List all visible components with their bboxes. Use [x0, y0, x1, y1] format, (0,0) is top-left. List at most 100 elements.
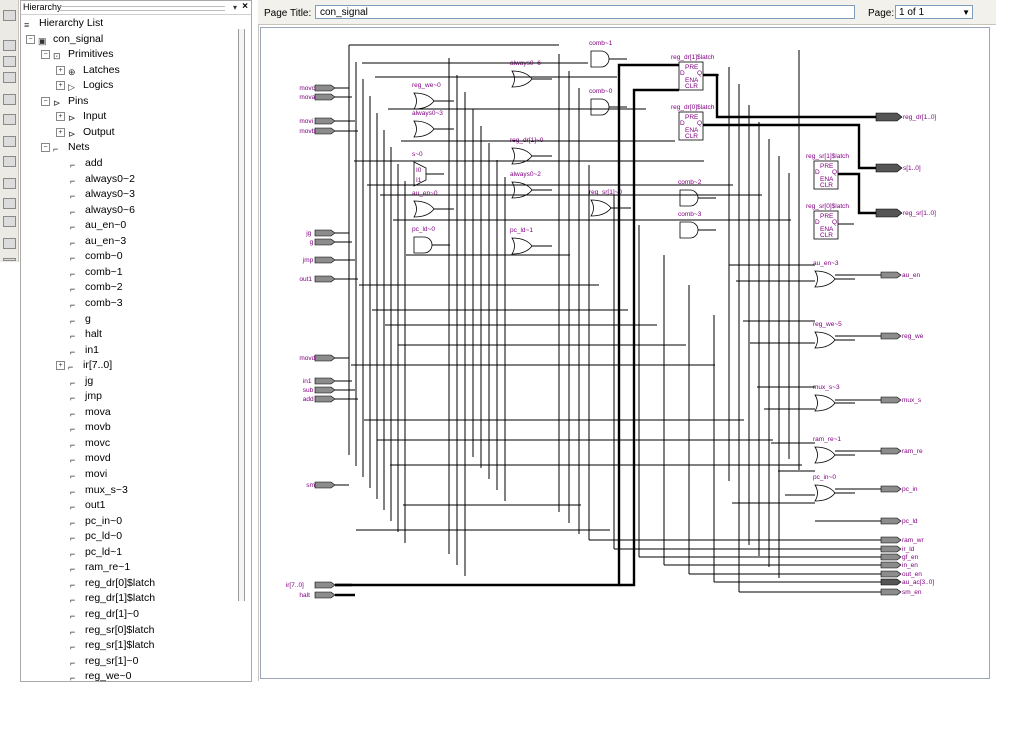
tree-item-nets[interactable]: −⌐Nets	[41, 140, 90, 155]
tree-item-net[interactable]: ⌐jmp	[70, 389, 102, 404]
tree-item-net[interactable]: ⌐always0~3	[70, 187, 135, 202]
input-pin-mova	[314, 93, 336, 101]
tree-item-net[interactable]: ⌐comb~2	[70, 280, 123, 295]
input-pin-jg	[314, 229, 336, 237]
latch-pin-label: Q	[697, 70, 702, 77]
tool-icon[interactable]	[3, 156, 16, 167]
tree-item-logics[interactable]: +▷Logics	[56, 78, 113, 93]
collapse-icon[interactable]: −	[26, 34, 35, 44]
latch-pin-label: ENA	[685, 127, 699, 134]
tree-item-latches[interactable]: +⊕Latches	[56, 63, 120, 78]
net-icon: ⌐	[70, 424, 76, 435]
input-label: g	[310, 239, 314, 246]
net-icon: ⌐	[70, 378, 76, 389]
tree-item-net[interactable]: ⌐ram_re~1	[70, 560, 130, 575]
tree-item-net[interactable]: ⌐always0~6	[70, 203, 135, 218]
tree-item-net[interactable]: ⌐reg_sr[1]$latch	[70, 638, 154, 653]
and-gate	[679, 189, 699, 207]
tool-icon[interactable]	[3, 198, 16, 209]
tree-item-net[interactable]: ⌐reg_dr[1]$latch	[70, 591, 155, 606]
page-title-field[interactable]: con_signal	[315, 5, 855, 19]
tree-item-net[interactable]: ⌐always0~2	[70, 172, 135, 187]
gate-label: mux_s~3	[813, 384, 840, 391]
or-gate	[413, 92, 435, 110]
latch-pin-label: PRE	[685, 64, 699, 71]
tool-icon[interactable]	[3, 10, 16, 21]
tree-item-net[interactable]: ⌐out1	[70, 498, 105, 513]
tree-item-net[interactable]: ⌐jg	[70, 374, 93, 389]
tool-icon[interactable]	[3, 136, 16, 147]
tree-item-net[interactable]: ⌐pc_ld~1	[70, 545, 122, 560]
tree-item-net[interactable]: ⌐in1	[70, 343, 99, 358]
tree-item-net[interactable]: +⌐ir[7..0]	[56, 358, 112, 373]
input-label: movc	[299, 85, 315, 92]
tool-icon[interactable]	[3, 178, 16, 189]
expand-icon[interactable]: +	[56, 127, 65, 137]
collapse-icon[interactable]: −	[41, 96, 50, 106]
expand-icon[interactable]: +	[56, 360, 65, 370]
tree-item-input[interactable]: +⊳Input	[56, 109, 106, 124]
output-label: au_en	[902, 272, 920, 279]
tool-icon[interactable]	[3, 94, 16, 105]
tree-item-net[interactable]: ⌐halt	[70, 327, 102, 342]
expand-icon[interactable]: +	[56, 65, 65, 75]
expand-icon[interactable]: +	[56, 111, 65, 121]
tree-item-net[interactable]: ⌐reg_we~0	[70, 669, 131, 684]
tree-item-net[interactable]: ⌐movi	[70, 467, 107, 482]
net-icon: ⌐	[70, 673, 76, 684]
pin-icon[interactable]: ▾	[232, 3, 237, 12]
tool-icon[interactable]	[3, 238, 16, 249]
tree-label: always0~2	[85, 173, 135, 185]
tree-item-net[interactable]: ⌐g	[70, 312, 91, 327]
close-icon[interactable]: ×	[242, 1, 248, 12]
tree-item-net[interactable]: ⌐add	[70, 156, 103, 171]
tree-item-net[interactable]: ⌐pc_in~0	[70, 514, 122, 529]
net-icon: ⌐	[70, 471, 76, 482]
tree-item-net[interactable]: ⌐mova	[70, 405, 111, 420]
tree-item-net[interactable]: ⌐pc_ld~0	[70, 529, 122, 544]
collapse-icon[interactable]: −	[41, 49, 50, 59]
and-gate	[590, 50, 610, 68]
tree-item-net[interactable]: ⌐movc	[70, 436, 110, 451]
tool-icon[interactable]	[3, 40, 16, 51]
tree-item-pins[interactable]: −⊳Pins	[41, 94, 88, 109]
tree-item-net[interactable]: ⌐reg_dr[1]~0	[70, 607, 139, 622]
tool-icon[interactable]	[3, 114, 16, 125]
page-select[interactable]: 1 of 1 ▼	[895, 5, 973, 19]
tree-item-design[interactable]: −▣con_signal	[26, 32, 103, 47]
page-title-label: Page Title:	[264, 8, 312, 19]
tree-item-net[interactable]: ⌐reg_sr[0]$latch	[70, 623, 154, 638]
tree-item-primitives[interactable]: −⊡Primitives	[41, 47, 114, 62]
bus-wire	[619, 88, 679, 587]
tree-item-net[interactable]: ⌐comb~3	[70, 296, 123, 311]
tree-item-net[interactable]: ⌐mux_s~3	[70, 483, 128, 498]
tree-item-net[interactable]: ⌐reg_dr[0]$latch	[70, 576, 155, 591]
tree-item-net[interactable]: ⌐movb	[70, 420, 111, 435]
tree-item-net[interactable]: ⌐comb~0	[70, 249, 123, 264]
tree-item-net[interactable]: ⌐au_en~3	[70, 234, 126, 249]
tool-icon[interactable]	[3, 258, 16, 261]
output-pin	[880, 485, 902, 493]
tool-icon[interactable]	[3, 216, 16, 227]
input-label: sm	[306, 482, 315, 489]
bus-output-label: reg_dr[1..0]	[903, 114, 936, 121]
schematic-border	[260, 27, 990, 679]
tree-item-root[interactable]: ≡Hierarchy List	[24, 16, 103, 31]
hierarchy-scrollbar[interactable]	[238, 29, 245, 601]
tree-item-output[interactable]: +⊳Output	[56, 125, 115, 140]
tool-icon[interactable]	[3, 56, 16, 67]
tree-item-net[interactable]: ⌐comb~1	[70, 265, 123, 280]
output-pin	[880, 553, 902, 561]
titlebar-grip[interactable]	[59, 6, 225, 11]
output-pin	[880, 561, 902, 569]
output-label: au_ac[3..0]	[902, 579, 934, 586]
tree-item-net[interactable]: ⌐movd	[70, 451, 111, 466]
tree-item-net[interactable]: ⌐reg_sr[1]~0	[70, 654, 138, 669]
collapse-icon[interactable]: −	[41, 142, 50, 152]
tool-icon[interactable]	[3, 72, 16, 83]
tree-item-net[interactable]: ⌐au_en~0	[70, 218, 126, 233]
expand-icon[interactable]: +	[56, 80, 65, 90]
gate-label: reg_sr[1]~0	[589, 189, 622, 196]
output-pin	[880, 578, 902, 586]
